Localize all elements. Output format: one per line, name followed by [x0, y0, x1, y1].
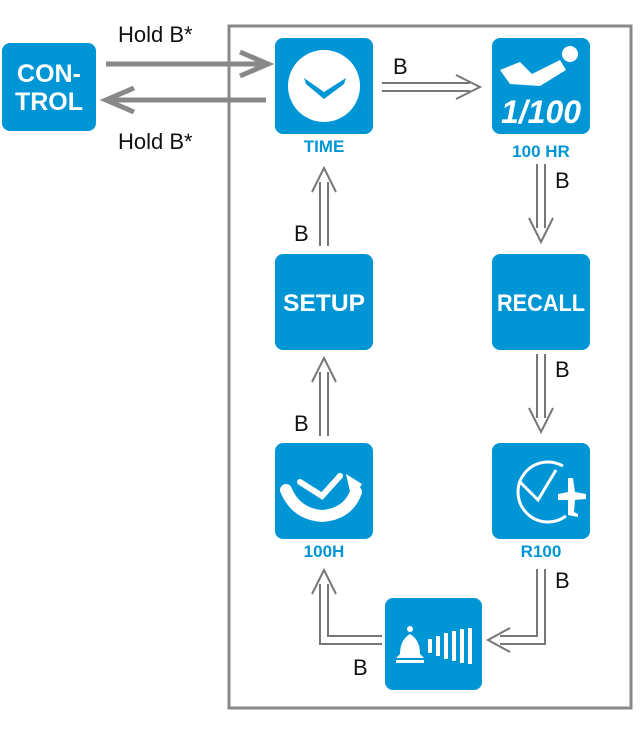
arrow-alarm-to-hundred-h	[311, 567, 382, 645]
arrow-r100-to-alarm	[485, 569, 546, 653]
hold-label-top: Hold B*	[118, 22, 193, 47]
b-label-alarm-to-hundred-h: B	[353, 655, 368, 680]
clock-face-icon	[288, 50, 360, 122]
hold-arrow-to-control	[99, 85, 266, 115]
alarm-tile	[385, 598, 482, 690]
b-label-setup-to-time: B	[294, 221, 309, 246]
recall-tile-text: RECALL	[497, 290, 585, 317]
b-label-hundred-h-to-setup: B	[294, 411, 309, 436]
runner-icon	[500, 46, 578, 86]
r100-tile	[492, 443, 590, 539]
arrow-time-to-hundredth	[382, 74, 483, 100]
hundredth-tile-text: 1/100	[501, 94, 581, 130]
control-line2: TROL	[15, 88, 83, 116]
clock-refresh-icon	[280, 473, 362, 523]
bell-sound-icon	[396, 626, 472, 664]
hundredth-caption: 100 HR	[512, 142, 570, 161]
time-tile	[275, 38, 373, 134]
control-tile: CON- TROL	[2, 43, 96, 131]
setup-tile-text: SETUP	[283, 290, 365, 317]
hundred-h-tile	[275, 443, 373, 539]
b-label-r100-to-alarm: B	[555, 568, 570, 593]
hundred-h-caption: 100H	[304, 542, 345, 561]
setup-tile: SETUP	[275, 254, 373, 350]
clock-airplane-icon	[516, 460, 586, 524]
r100-caption: R100	[521, 542, 562, 561]
b-label-recall-to-r100: B	[555, 357, 570, 382]
arrow-hundred-h-to-setup	[311, 355, 337, 436]
hundredth-tile: 1/100	[492, 38, 590, 134]
b-label-hundredth-to-recall: B	[555, 168, 570, 193]
arrow-recall-to-r100	[528, 354, 554, 435]
recall-tile: RECALL	[492, 254, 590, 350]
mode-frame	[227, 24, 633, 710]
arrow-setup-to-time	[311, 165, 337, 246]
control-line1: CON-	[17, 60, 81, 88]
hold-label-bottom: Hold B*	[118, 129, 193, 154]
hold-arrow-to-time	[106, 49, 275, 79]
arrow-hundredth-to-recall	[528, 164, 554, 245]
time-caption: TIME	[304, 137, 345, 156]
b-label-time-to-hundredth: B	[393, 54, 408, 79]
